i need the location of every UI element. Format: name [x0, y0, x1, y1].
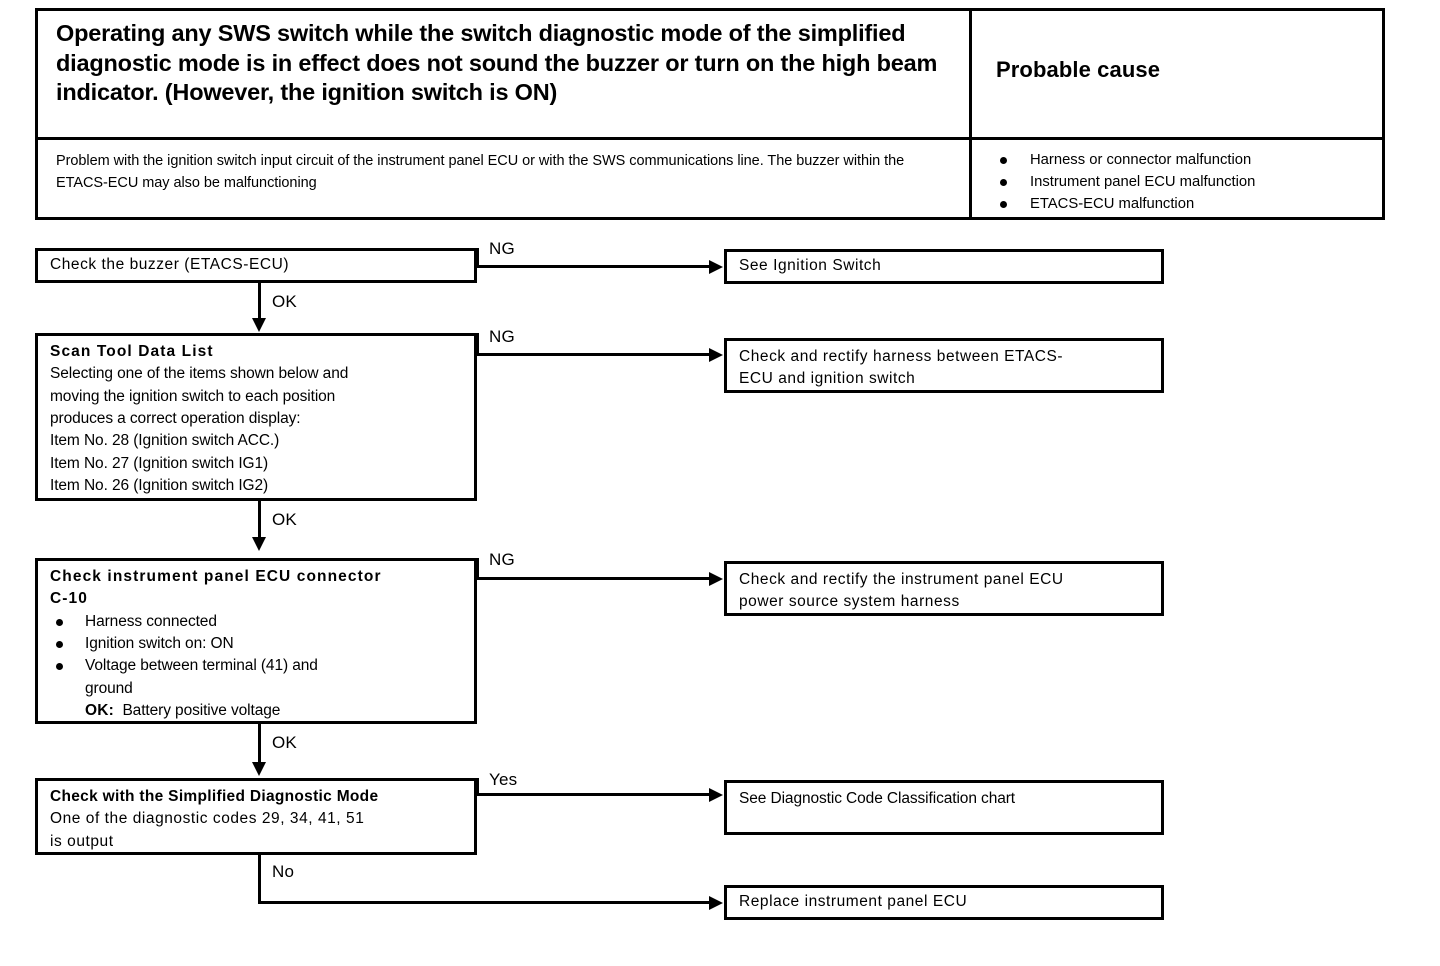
flow-box-see-ignition-switch: See Ignition Switch	[724, 249, 1164, 284]
edge-step1-ng-arrowhead	[709, 260, 723, 274]
power-source-line-1: Check and rectify the instrument panel E…	[739, 571, 1064, 588]
symptom-description-cell: Problem with the ignition switch input c…	[38, 140, 972, 220]
scan-tool-item-2: Item No. 27 (Ignition switch IG1)	[50, 454, 269, 472]
scan-tool-item-3: Item No. 26 (Ignition switch IG2)	[50, 476, 269, 494]
connector-check-3: Voltage between terminal (41) and	[85, 657, 318, 675]
flow-box-check-buzzer: Check the buzzer (ETACS-ECU)	[35, 248, 477, 283]
scan-tool-body-line-3: produces a correct operation display:	[50, 409, 301, 427]
symptom-description: Problem with the ignition switch input c…	[56, 153, 905, 192]
flow-box-check-instrument-panel-ecu-connector: Check instrument panel ECU connector C-1…	[35, 558, 477, 724]
see-classification-text: See Diagnostic Code Classification chart	[739, 790, 1015, 807]
connector-check-list: Harness connected Ignition switch on: ON…	[50, 611, 465, 678]
edge-step4-yes-line	[476, 793, 713, 796]
probable-cause-title-cell: Probable cause	[972, 11, 1382, 137]
connector-ok-criterion: OK: Battery positive voltage	[50, 700, 465, 722]
list-item: Instrument panel ECU malfunction	[986, 172, 1370, 194]
simplified-mode-heading: Check with the Simplified Diagnostic Mod…	[50, 788, 379, 805]
symptom-table: Operating any SWS switch while the switc…	[35, 8, 1385, 220]
edge-step3-ok-line	[258, 724, 261, 763]
simplified-mode-line-2: is output	[50, 832, 114, 850]
power-source-line-2: power source system harness	[739, 593, 960, 611]
connector-check-3-continued: ground	[85, 679, 133, 697]
edge-step2-ok-line	[258, 501, 261, 538]
connector-heading-line-2: C-10	[50, 590, 88, 608]
edge-step2-ng-stub	[476, 333, 479, 355]
connector-heading-line-1: Check instrument panel ECU connector	[50, 568, 382, 585]
cause-text: ETACS-ECU malfunction	[1030, 195, 1195, 212]
edge-label-yes: Yes	[489, 770, 518, 789]
edge-label-ng-3: NG	[489, 550, 515, 569]
edge-step3-ok-arrowhead	[252, 762, 266, 776]
cause-text: Instrument panel ECU malfunction	[1030, 173, 1256, 190]
flow-box-see-diagnostic-code-classification: See Diagnostic Code Classification chart	[724, 780, 1164, 835]
connector-check-2: Ignition switch on: ON	[85, 634, 234, 652]
edge-label-ok-2: OK	[272, 510, 297, 529]
probable-cause-title: Probable cause	[996, 57, 1161, 82]
cause-text: Harness or connector malfunction	[1030, 152, 1252, 168]
probable-cause-list-cell: Harness or connector malfunction Instrum…	[972, 140, 1382, 220]
probable-cause-list: Harness or connector malfunction Instrum…	[986, 148, 1370, 216]
edge-label-no: No	[272, 862, 295, 881]
scan-tool-body-line-2: moving the ignition switch to each posit…	[50, 387, 336, 405]
symptom-table-row-title: Operating any SWS switch while the switc…	[38, 11, 1382, 140]
flow-box-check-harness-etacs-ignition: Check and rectify harness between ETACS-…	[724, 338, 1164, 393]
edge-step4-yes-arrowhead	[709, 788, 723, 802]
edge-step1-ng-stub	[476, 248, 479, 267]
edge-label-ok-1: OK	[272, 292, 297, 311]
edge-label-ng-2: NG	[489, 327, 515, 346]
edge-step4-no-horizontal	[258, 901, 713, 904]
edge-step2-ng-arrowhead	[709, 348, 723, 362]
edge-step1-ng-line	[476, 265, 713, 268]
edge-step1-ok-line	[258, 283, 261, 319]
bullet-icon	[1000, 157, 1007, 164]
edge-step4-no-vertical	[258, 855, 261, 903]
edge-step3-ng-stub	[476, 558, 479, 580]
replace-ecu-text: Replace instrument panel ECU	[739, 893, 968, 911]
scan-tool-item-1: Item No. 28 (Ignition switch ACC.)	[50, 432, 280, 450]
flow-box-check-power-source-harness: Check and rectify the instrument panel E…	[724, 561, 1164, 616]
edge-step3-ng-arrowhead	[709, 572, 723, 586]
scan-tool-body-line-1: Selecting one of the items shown below a…	[50, 365, 349, 383]
symptom-title-cell: Operating any SWS switch while the switc…	[38, 11, 972, 137]
list-item: Harness or connector malfunction	[986, 150, 1370, 172]
edge-step2-ng-line	[476, 353, 713, 356]
list-item: Voltage between terminal (41) and	[50, 655, 465, 677]
edge-step4-no-arrowhead	[709, 896, 723, 910]
connector-ok-value: Battery positive voltage	[122, 701, 281, 719]
bullet-icon	[56, 663, 63, 671]
edge-step2-ok-arrowhead	[252, 537, 266, 551]
symptom-title: Operating any SWS switch while the switc…	[56, 20, 938, 106]
flow-box-check-simplified-diagnostic-mode: Check with the Simplified Diagnostic Mod…	[35, 778, 477, 855]
edge-step4-yes-stub	[476, 778, 479, 796]
flow-box-replace-instrument-panel-ecu: Replace instrument panel ECU	[724, 885, 1164, 920]
bullet-icon	[56, 640, 63, 648]
edge-step3-ng-line	[476, 577, 713, 580]
flow-box-scan-tool-data-list: Scan Tool Data List Selecting one of the…	[35, 333, 477, 501]
connector-ok-prefix: OK:	[85, 701, 115, 719]
simplified-mode-line-1: One of the diagnostic codes 29, 34, 41, …	[50, 810, 365, 828]
connector-check-1: Harness connected	[85, 612, 217, 630]
check-harness-line-2: ECU and ignition switch	[739, 370, 916, 388]
list-item: Ignition switch on: ON	[50, 633, 465, 655]
list-item: ETACS-ECU malfunction	[986, 194, 1370, 216]
edge-label-ok-3: OK	[272, 733, 297, 752]
check-harness-line-1: Check and rectify harness between ETACS-	[739, 348, 1064, 365]
scan-tool-heading: Scan Tool Data List	[50, 343, 214, 360]
edge-label-ng-1: NG	[489, 239, 515, 258]
symptom-table-row-detail: Problem with the ignition switch input c…	[38, 140, 1382, 220]
edge-step1-ok-arrowhead	[252, 318, 266, 332]
list-item: Harness connected	[50, 611, 465, 633]
bullet-icon	[1000, 200, 1007, 208]
bullet-icon	[56, 618, 63, 626]
flow-box-check-buzzer-text: Check the buzzer (ETACS-ECU)	[50, 256, 290, 274]
flow-box-see-ignition-switch-text: See Ignition Switch	[739, 257, 882, 275]
bullet-icon	[1000, 178, 1007, 186]
